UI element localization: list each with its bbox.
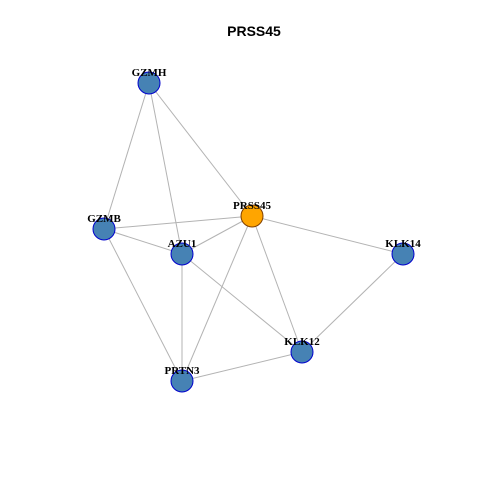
edge-prss45-azu1	[181, 215, 253, 255]
edge-prss45-klk12	[251, 215, 303, 353]
edge-gzmh-gzmb	[103, 82, 150, 230]
node-label-klk12: KLK12	[284, 336, 320, 348]
node-label-klk14: KLK14	[385, 238, 421, 250]
node-azu1	[170, 242, 194, 266]
node-label-gzmb: GZMB	[87, 213, 121, 225]
edge-gzmh-azu1	[148, 82, 183, 255]
node-label-azu1: AZU1	[168, 238, 197, 250]
node-klk14	[391, 242, 415, 266]
node-gzmh	[137, 71, 161, 95]
edge-prss45-klk14	[251, 215, 404, 255]
edge-klk14-klk12	[301, 253, 404, 353]
node-label-prtn3: PRTN3	[164, 365, 200, 377]
node-label-gzmh: GZMH	[132, 67, 167, 79]
edge-azu1-klk12	[181, 253, 303, 353]
edge-gzmb-azu1	[103, 228, 183, 255]
edges-layer	[103, 82, 404, 382]
edge-gzmb-prtn3	[103, 228, 183, 382]
node-label-prss45: PRSS45	[233, 200, 271, 212]
edge-gzmh-prss45	[148, 82, 253, 217]
node-klk12	[290, 340, 314, 364]
edge-klk12-prtn3	[181, 351, 303, 382]
nodes-layer	[92, 71, 415, 393]
graph-title: PRSS45	[227, 23, 281, 39]
node-prtn3	[170, 369, 194, 393]
node-prss45	[240, 204, 264, 228]
node-gzmb	[92, 217, 116, 241]
edge-prss45-prtn3	[181, 215, 253, 382]
edge-gzmb-prss45	[103, 215, 253, 230]
